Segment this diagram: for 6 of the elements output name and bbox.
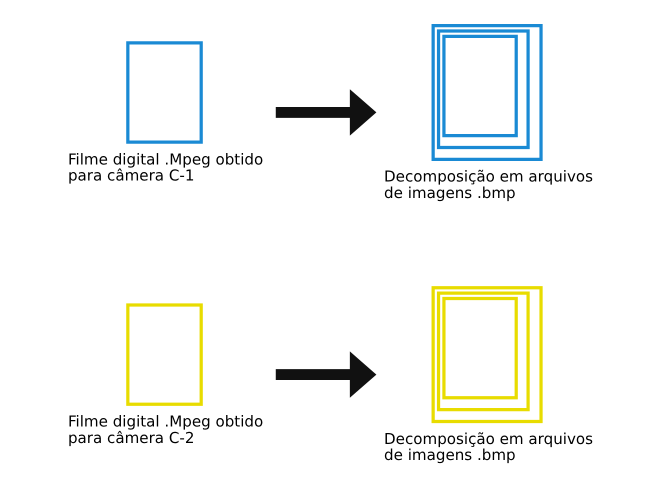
node-label: Decomposição em arquivos de imagens .bmp <box>384 168 593 202</box>
arrow <box>275 351 376 398</box>
node-label: Filme digital .Mpeg obtido para câmera C-2 <box>67 412 263 447</box>
arrow <box>275 89 376 136</box>
node-label: Decomposição em arquivos de imagens .bmp <box>384 430 593 464</box>
node-label: Filme digital .Mpeg obtido para câmera C-1 <box>67 150 263 185</box>
